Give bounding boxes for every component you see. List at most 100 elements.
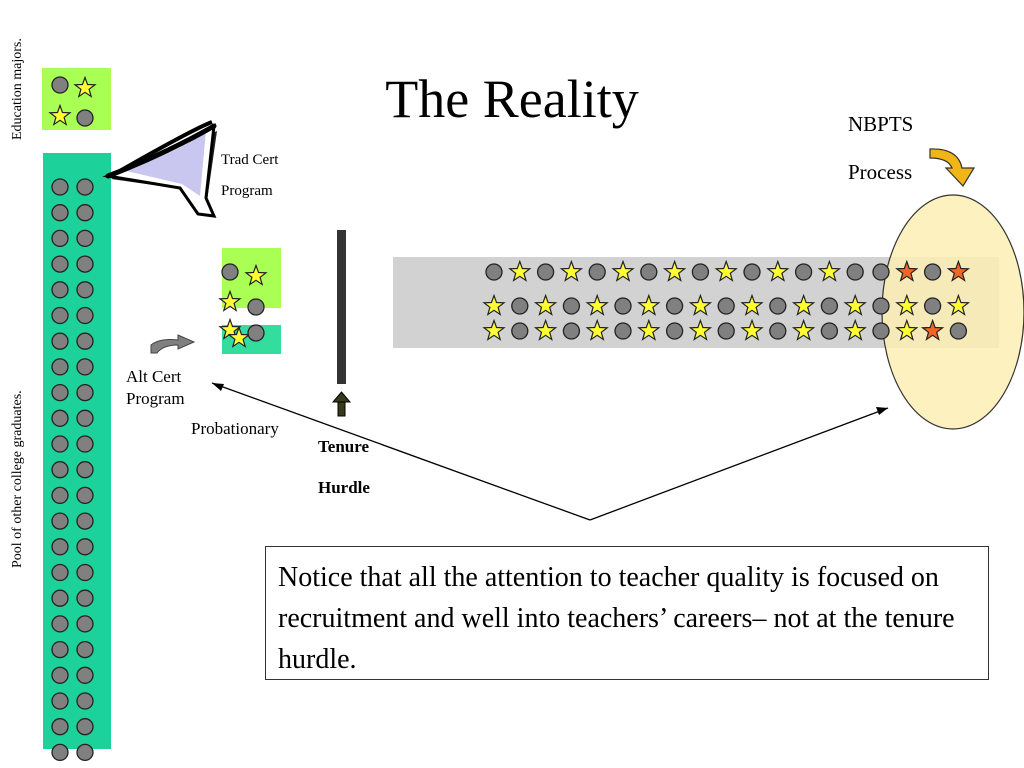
pool-circle xyxy=(51,589,69,607)
pool-circle xyxy=(51,306,69,325)
tenure-up-arrow xyxy=(331,391,352,417)
band-star xyxy=(482,318,506,341)
band-circle xyxy=(923,263,942,281)
pool-circle xyxy=(76,718,94,736)
pool-circle xyxy=(76,229,94,248)
band-star xyxy=(559,259,584,282)
band-star xyxy=(740,293,764,316)
band-circle xyxy=(846,263,864,281)
pool-circle xyxy=(51,204,69,222)
band-star xyxy=(791,293,816,316)
band-star xyxy=(585,293,609,316)
band-star xyxy=(843,293,867,316)
probationary-star xyxy=(244,263,268,286)
pool-circle xyxy=(76,358,94,376)
band-star xyxy=(714,259,738,282)
pool-circle xyxy=(51,615,69,633)
band-circle xyxy=(640,263,658,281)
band-star xyxy=(740,318,764,341)
band-circle xyxy=(717,322,735,340)
band-circle xyxy=(588,263,606,281)
nbpts-line-2: Process xyxy=(848,160,913,184)
pool-circle xyxy=(76,409,94,427)
edu-circle xyxy=(51,76,69,94)
pool-circle xyxy=(76,178,94,196)
band-circle xyxy=(794,263,813,281)
pool-circle xyxy=(76,204,94,222)
tenure-hurdle-line-2: Hurdle xyxy=(318,478,370,497)
tenure-hurdle-line-1: Tenure xyxy=(318,437,370,456)
band-star xyxy=(533,318,558,341)
pool-circle xyxy=(76,461,94,479)
band-circle xyxy=(511,297,529,315)
pool-circle xyxy=(76,486,94,505)
pool-circle xyxy=(51,563,69,582)
band-circle xyxy=(923,297,942,315)
career-band-marks xyxy=(482,259,971,341)
band-circle xyxy=(769,297,787,315)
pool-circle xyxy=(51,486,69,505)
band-star xyxy=(895,318,919,341)
band-star xyxy=(817,259,842,282)
notice-pointer-lines xyxy=(211,382,889,521)
education-majors-marks xyxy=(48,75,97,127)
band-circle xyxy=(743,263,761,281)
trad-cert-label: Trad Cert Program xyxy=(221,145,278,207)
band-star xyxy=(637,293,661,316)
nbpts-curved-arrow xyxy=(929,148,976,187)
alt-cert-arrow xyxy=(150,334,196,354)
pool-circle xyxy=(76,255,94,273)
band-star xyxy=(508,259,532,282)
probationary-star xyxy=(227,325,251,348)
band-star xyxy=(662,259,687,282)
pool-circle xyxy=(51,281,69,299)
band-circle xyxy=(872,322,890,340)
trad-cert-line-1: Trad Cert xyxy=(221,152,279,168)
pool-circle xyxy=(76,589,94,607)
band-star xyxy=(843,318,867,341)
band-circle xyxy=(614,322,632,340)
pool-circle xyxy=(51,512,69,530)
page-title: The Reality xyxy=(385,69,639,129)
band-star xyxy=(688,293,713,316)
band-circle xyxy=(665,322,684,340)
pool-circle xyxy=(76,692,94,710)
band-circle xyxy=(562,322,581,340)
edu-star xyxy=(48,103,72,126)
graduate-pool-circles xyxy=(51,178,94,762)
nbpts-label: NBPTS Process xyxy=(848,100,913,196)
band-star xyxy=(791,318,816,341)
trad-cert-line-2: Program xyxy=(221,183,273,199)
pool-circle xyxy=(76,743,94,762)
pool-circle xyxy=(51,640,69,659)
funnel-icon xyxy=(102,120,217,218)
edu-circle xyxy=(76,109,94,127)
pool-circle xyxy=(51,358,69,376)
pool-circle xyxy=(76,383,94,402)
pool-circle xyxy=(76,281,94,299)
band-circle xyxy=(872,263,890,281)
pool-circle xyxy=(76,615,94,633)
pool-circle xyxy=(76,435,94,453)
band-star xyxy=(946,293,971,316)
band-circle xyxy=(820,322,839,340)
probationary-label: Probationary xyxy=(191,419,279,438)
alt-cert-line-1: Alt Cert xyxy=(126,367,182,386)
band-orange-star xyxy=(920,318,945,341)
probationary-circle xyxy=(247,324,265,342)
band-star xyxy=(533,293,558,316)
band-orange-star xyxy=(895,259,919,282)
pool-circle xyxy=(51,409,69,427)
pool-circle xyxy=(51,229,69,248)
band-circle xyxy=(485,263,503,281)
pool-circle xyxy=(51,538,69,556)
band-star xyxy=(637,318,661,341)
pool-circle xyxy=(76,332,94,350)
probationary-circle xyxy=(221,263,239,281)
pool-circle xyxy=(51,332,69,350)
pool-circle xyxy=(51,743,69,762)
band-star xyxy=(766,259,790,282)
notice-box: Notice that all the attention to teacher… xyxy=(265,546,989,680)
pool-circle xyxy=(76,538,94,556)
